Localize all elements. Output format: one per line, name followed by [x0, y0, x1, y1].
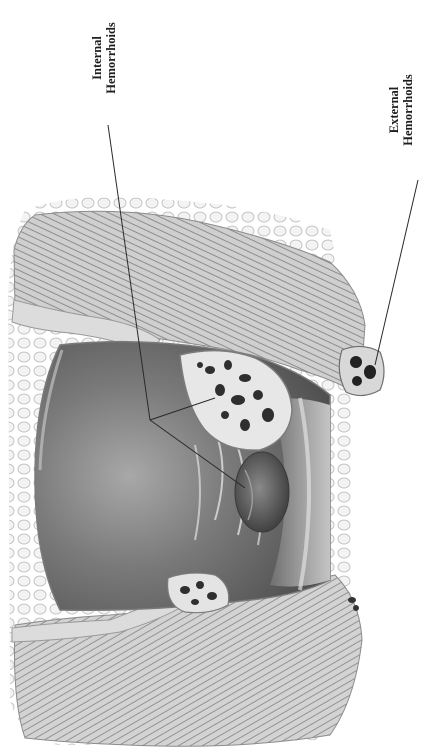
- external-label-line2: Hemorrhoids: [401, 74, 415, 146]
- internal-label-line2: Hemorrhoids: [104, 22, 118, 94]
- internal-label-line1: Internal: [90, 36, 104, 80]
- internal-hemorrhoid-bulge: [235, 452, 289, 532]
- external-leader: [375, 180, 418, 365]
- external-label-line1: External: [387, 86, 401, 133]
- internal-hemorrhoids-label: Internal Hemorrhoids: [90, 22, 118, 94]
- external-hemorrhoids-label: External Hemorrhoids: [387, 74, 415, 146]
- lower-venous-plexus: [168, 573, 229, 613]
